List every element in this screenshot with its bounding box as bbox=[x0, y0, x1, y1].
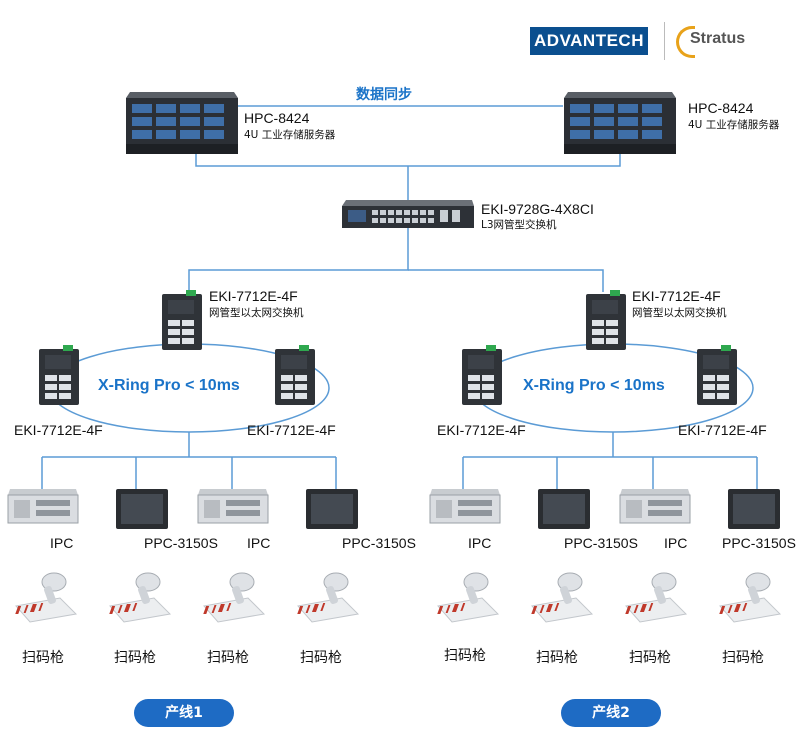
line2-left-switch: EKI-7712E-4F bbox=[437, 422, 526, 438]
line2-device-1: IPC bbox=[468, 535, 492, 551]
line2-scanner-1: 扫码枪 bbox=[444, 647, 486, 663]
brand-divider bbox=[664, 22, 665, 60]
ipc-icon bbox=[197, 489, 269, 524]
line2-top-switch-model: EKI-7712E-4F bbox=[632, 288, 721, 304]
line1-device-1: IPC bbox=[50, 535, 74, 551]
line1-scanner-2: 扫码枪 bbox=[114, 649, 156, 665]
barcode-scanner-icon bbox=[719, 572, 782, 623]
barcode-scanner-icon bbox=[109, 572, 172, 623]
line1-scanner-4: 扫码枪 bbox=[300, 649, 342, 665]
core-line1-link bbox=[188, 228, 409, 292]
line1-scanner-1: 扫码枪 bbox=[22, 649, 64, 665]
line2-device-3: IPC bbox=[664, 535, 688, 551]
barcode-scanner-icon bbox=[625, 572, 688, 623]
core-line2-link bbox=[408, 269, 604, 292]
line1-top-switch-desc: 网管型以太网交换机 bbox=[209, 307, 304, 319]
barcode-scanner-icon bbox=[437, 572, 500, 623]
storage-server-icon bbox=[126, 92, 238, 154]
panel-pc-icon bbox=[306, 489, 358, 529]
panel-pc-icon bbox=[728, 489, 780, 529]
storage-server-icon bbox=[564, 92, 676, 154]
line2-label: 产线2 bbox=[561, 699, 661, 727]
line2-ring-label: X-Ring Pro < 10ms bbox=[523, 377, 665, 394]
line2-scanner-4: 扫码枪 bbox=[722, 649, 764, 665]
ipc-icon bbox=[429, 489, 501, 524]
core-switch-desc: L3网管型交换机 bbox=[481, 219, 557, 231]
barcode-scanner-icon bbox=[531, 572, 594, 623]
core-switch-icon bbox=[342, 200, 474, 228]
line1-scanner-3: 扫码枪 bbox=[207, 649, 249, 665]
din-switch-icon bbox=[586, 290, 626, 350]
line1-ring-label: X-Ring Pro < 10ms bbox=[98, 377, 240, 394]
server-2-model: HPC-8424 bbox=[688, 100, 754, 116]
line2-scanner-3: 扫码枪 bbox=[629, 649, 671, 665]
barcode-scanner-icon bbox=[15, 572, 78, 623]
line1-right-switch: EKI-7712E-4F bbox=[247, 422, 336, 438]
server-2-desc: 4U 工业存储服务器 bbox=[688, 119, 780, 131]
line2-device-4: PPC-3150S bbox=[722, 535, 796, 551]
ipc-icon bbox=[619, 489, 691, 524]
line2-device-2: PPC-3150S bbox=[564, 535, 638, 551]
line1-left-switch: EKI-7712E-4F bbox=[14, 422, 103, 438]
line1-top-switch-model: EKI-7712E-4F bbox=[209, 288, 298, 304]
din-switch-icon bbox=[697, 345, 737, 405]
server-1-desc: 4U 工业存储服务器 bbox=[244, 129, 336, 141]
line2-scanner-2: 扫码枪 bbox=[536, 649, 578, 665]
advantech-logo: ADVANTECH bbox=[530, 27, 648, 55]
din-switch-icon bbox=[275, 345, 315, 405]
sync-label: 数据同步 bbox=[356, 87, 412, 103]
din-switch-icon bbox=[39, 345, 79, 405]
core-switch-model: EKI-9728G-4X8CI bbox=[481, 201, 594, 217]
stratus-logo: Stratus bbox=[690, 30, 746, 47]
line1-label: 产线1 bbox=[134, 699, 234, 727]
line1-device-2: PPC-3150S bbox=[144, 535, 218, 551]
barcode-scanner-icon bbox=[297, 572, 360, 623]
barcode-scanner-icon bbox=[203, 572, 266, 623]
ipc-icon bbox=[7, 489, 79, 524]
line1-device-4: PPC-3150S bbox=[342, 535, 416, 551]
server-1-model: HPC-8424 bbox=[244, 110, 310, 126]
din-switch-icon bbox=[462, 345, 502, 405]
line1-device-3: IPC bbox=[247, 535, 271, 551]
server-core-link bbox=[195, 140, 621, 167]
line2-right-switch: EKI-7712E-4F bbox=[678, 422, 767, 438]
din-switch-icon bbox=[162, 290, 202, 350]
line2-top-switch-desc: 网管型以太网交换机 bbox=[632, 307, 727, 319]
panel-pc-icon bbox=[538, 489, 590, 529]
stratus-logo-mark bbox=[676, 26, 695, 58]
panel-pc-icon bbox=[116, 489, 168, 529]
